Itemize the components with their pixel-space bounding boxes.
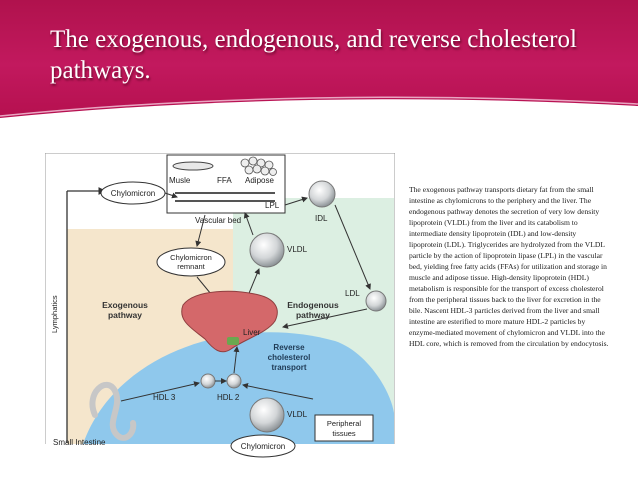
gallbladder-shape — [227, 337, 239, 345]
ldl-label: LDL — [345, 289, 360, 298]
reverse-transport-label-3: transport — [271, 363, 306, 372]
peripheral-tissues-label-2: tissues — [332, 429, 356, 438]
muscle-shape — [172, 161, 214, 171]
reverse-transport-label-2: cholesterol — [268, 353, 311, 362]
vldl-lower-particle — [249, 397, 285, 433]
liver-shape — [181, 290, 278, 353]
adipose-cluster — [240, 156, 277, 176]
vascular-to-idl-arrow — [284, 196, 308, 206]
exogenous-pathway-label-1: Exogenous — [102, 300, 148, 310]
idl-particle — [308, 180, 336, 208]
idl-label: IDL — [315, 214, 328, 223]
slide-title: The exogenous, endogenous, and reverse c… — [50, 26, 577, 84]
small-intestine-label: Small Intestine — [53, 438, 106, 447]
endogenous-pathway-label-2: pathway — [296, 310, 330, 320]
hdl3-particle — [200, 373, 216, 389]
vldl-lower-label: VLDL — [287, 410, 308, 419]
liver-label: Liver — [243, 328, 261, 337]
hdl3-label: HDL 3 — [153, 393, 176, 402]
exogenous-pathway-label-2: pathway — [108, 310, 142, 320]
idl-to-ldl-arrow — [334, 204, 371, 290]
hdl2-to-liver-arrow — [233, 346, 240, 374]
slide-header: The exogenous, endogenous, and reverse c… — [0, 0, 638, 118]
bottom-strip — [45, 444, 395, 461]
chylomicron-remnant-label-1: Chylomicron — [170, 253, 212, 262]
intestine-to-hdl3-arrow — [120, 381, 200, 402]
vldl-to-vascular-arrow — [243, 212, 254, 236]
figure-caption: The exogenous pathway transports dietary… — [409, 185, 609, 348]
vldl-upper-label: VLDL — [287, 245, 308, 254]
adipose-label: Adipose — [245, 176, 274, 185]
peripheral-tissues-label-1: Peripheral — [327, 419, 362, 428]
lpl-label: LPL — [265, 201, 280, 210]
peripheral-tissues-box — [314, 414, 374, 442]
hdl2-particle — [226, 373, 242, 389]
chylomicron-top-label: Chylomicron — [111, 189, 155, 198]
chylomicron-remnant-label-2: remnant — [177, 262, 205, 271]
chylomicron-remnant-node — [156, 247, 226, 277]
ldl-particle — [365, 290, 387, 312]
intestine-shape — [89, 382, 137, 441]
peripheral-to-hdl2-arrow — [242, 383, 314, 400]
reverse-transport-label-1: Reverse — [273, 343, 305, 352]
chylomicron-bottom-node — [230, 434, 296, 458]
endogenous-pathway-label-1: Endogenous — [287, 300, 339, 310]
chylomicron-to-vascular-arrow — [164, 192, 178, 199]
hdl2-label: HDL 2 — [217, 393, 240, 402]
vldl-upper-particle — [249, 232, 285, 268]
ffa-label: FFA — [217, 176, 232, 185]
header-wave — [0, 96, 638, 118]
chylomicron-bottom-label: Chylomicron — [241, 442, 285, 451]
cholesterol-pathway-diagram: Musle FFA Adipose LPL Vascular bed Chylo… — [45, 153, 395, 461]
lymphatics-label: Lymphatics — [50, 295, 59, 333]
muscle-label: Musle — [169, 176, 191, 185]
vascular-to-remnant-arrow — [195, 214, 206, 247]
vascular-bed-label: Vascular bed — [195, 216, 241, 225]
ldl-to-liver-arrow — [282, 308, 368, 329]
